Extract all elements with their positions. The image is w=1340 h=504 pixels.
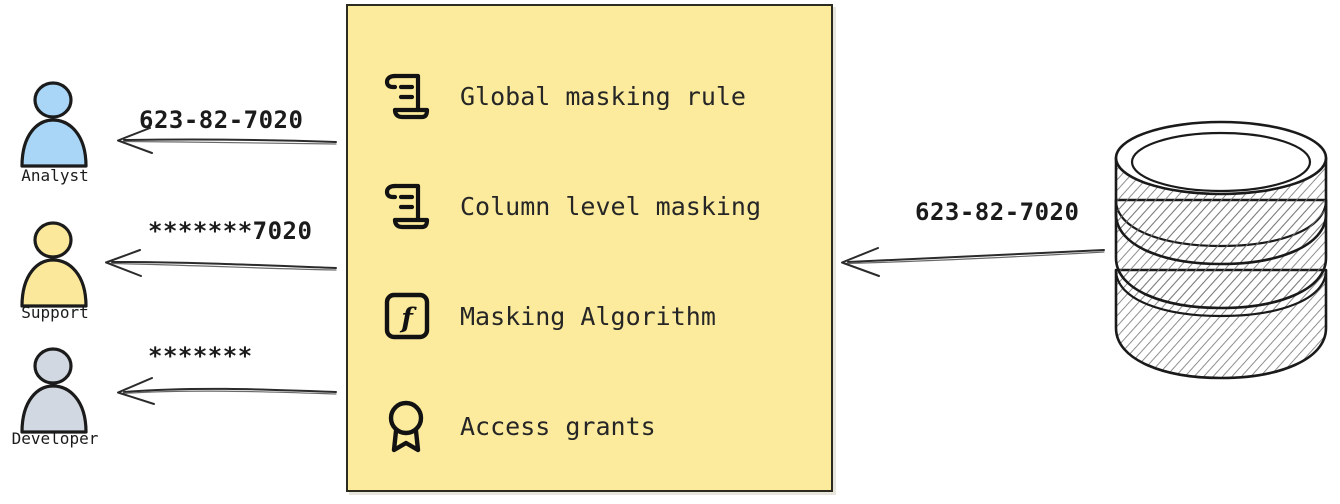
arrow-label-support: *******7020 <box>148 217 313 245</box>
panel-item-label: Column level masking <box>460 191 762 221</box>
user-icon <box>20 221 88 308</box>
arrow-to-support <box>105 249 337 277</box>
arrow-label-developer: ******* <box>148 342 253 370</box>
arrow-label-database-source: 623-82-7020 <box>915 198 1080 226</box>
actor-label-support: Support <box>21 303 89 322</box>
award-ribbon-icon <box>380 398 432 454</box>
user-icon <box>20 81 88 168</box>
function-box-icon: f <box>380 288 432 344</box>
user-icon <box>20 347 88 434</box>
scroll-icon <box>380 68 432 124</box>
arrow-to-analyst <box>117 127 337 154</box>
database-cylinder <box>1108 116 1334 392</box>
arrow-to-developer <box>117 377 337 405</box>
panel-item-label: Global masking rule <box>460 81 746 111</box>
scroll-icon <box>380 178 432 234</box>
panel-item-global-masking-rule[interactable]: Global masking rule <box>380 64 746 128</box>
masking-policy-panel: Global masking rule Column level masking <box>346 4 833 492</box>
svg-text:f: f <box>399 303 417 334</box>
actor-label-developer: Developer <box>11 429 99 448</box>
panel-item-access-grants[interactable]: Access grants <box>380 394 656 458</box>
actor-label-analyst: Analyst <box>21 166 89 185</box>
actor-analyst <box>8 78 108 174</box>
actor-developer <box>8 344 108 440</box>
arrow-database-to-panel <box>841 247 1105 277</box>
actor-support <box>8 218 108 314</box>
panel-item-masking-algorithm[interactable]: f Masking Algorithm <box>380 284 716 348</box>
panel-item-column-level-masking[interactable]: Column level masking <box>380 174 761 238</box>
panel-item-label: Masking Algorithm <box>460 301 716 331</box>
arrow-label-analyst: 623-82-7020 <box>139 106 304 134</box>
panel-item-label: Access grants <box>460 411 656 441</box>
database-icon <box>1114 120 1328 380</box>
